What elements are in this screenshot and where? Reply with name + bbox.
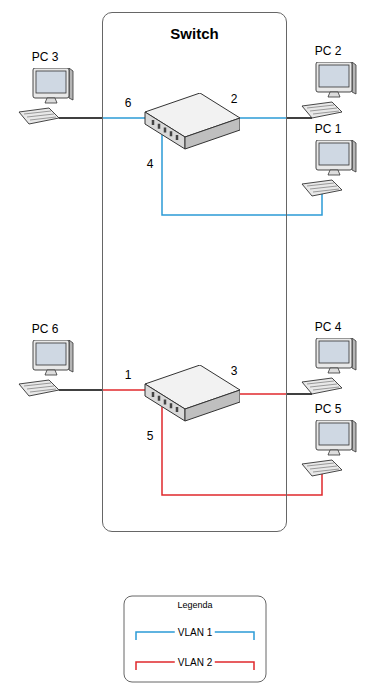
pc-node: PC 3 — [13, 50, 77, 128]
node-label: PC 5 — [296, 402, 360, 416]
node-label: PC 2 — [296, 44, 360, 58]
node-label: PC 6 — [13, 322, 77, 336]
wire — [59, 389, 102, 391]
pc-node: PC 5 — [296, 402, 360, 480]
wire — [59, 117, 102, 119]
node-label: PC 4 — [296, 320, 360, 334]
port-number: 6 — [125, 97, 132, 110]
port-number: 1 — [125, 369, 132, 382]
legend-entry: VLAN 1 — [175, 627, 215, 638]
wire — [287, 117, 312, 119]
pc-icon — [19, 68, 73, 124]
port-number: 2 — [231, 93, 238, 106]
pc-icon — [302, 338, 356, 394]
port-number: 5 — [147, 430, 154, 443]
node-label: PC 1 — [296, 122, 360, 136]
pc-icon — [302, 140, 356, 196]
switch-enclosure: Switch — [102, 12, 287, 532]
pc-icon — [19, 340, 73, 396]
wires — [59, 118, 322, 495]
switch-icon — [145, 93, 240, 149]
pc-node: PC 1 — [296, 122, 360, 200]
node-label: PC 3 — [13, 50, 77, 64]
pc-icon — [302, 62, 356, 118]
pc-node: PC 6 — [13, 322, 77, 400]
legend-box — [124, 596, 266, 682]
switch-icon — [145, 365, 240, 421]
pc-icon — [302, 420, 356, 476]
pc-node: PC 2 — [296, 44, 360, 122]
legend-label: VLAN 1 — [178, 627, 212, 638]
node-label: Switch — [103, 13, 286, 42]
pc-node: PC 4 — [296, 320, 360, 398]
wire — [287, 393, 312, 395]
legend-title: Legenda — [177, 601, 212, 611]
legend-entry: VLAN 2 — [175, 657, 215, 668]
vlan1-wire — [102, 117, 146, 119]
port-number: 3 — [231, 365, 238, 378]
port-number: 4 — [147, 158, 154, 171]
vlan2-wire — [240, 393, 287, 395]
vlan1-wire — [240, 117, 287, 119]
legend-label: VLAN 2 — [178, 657, 212, 668]
vlan2-wire — [102, 389, 146, 391]
